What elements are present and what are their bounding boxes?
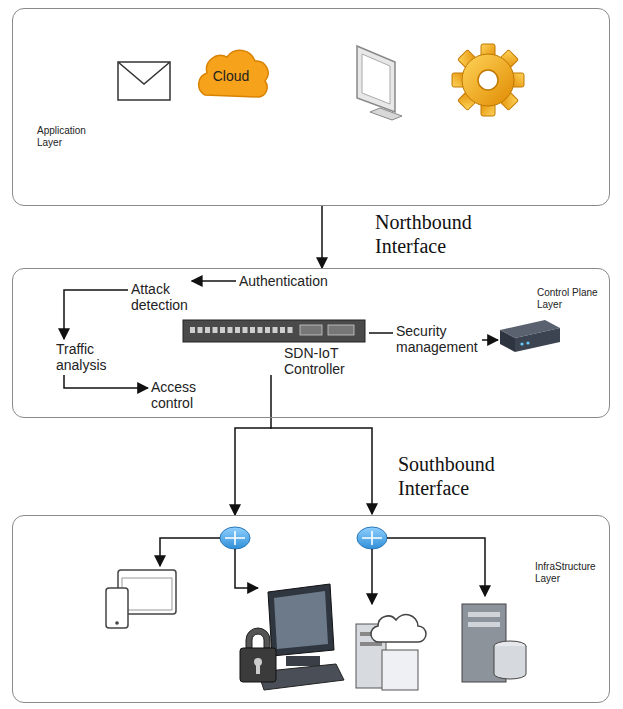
switch-icon <box>190 327 195 333</box>
layer-name: Application Layer <box>37 125 97 148</box>
gear-icon <box>478 70 498 90</box>
cloud-server-icon <box>356 615 426 690</box>
mail-icon <box>118 62 170 84</box>
router-icon <box>362 531 382 545</box>
switch-icon <box>328 325 354 335</box>
cloud-server-icon <box>371 615 426 642</box>
secure-computer-icon <box>286 656 320 666</box>
function-label: Access control <box>151 379 215 411</box>
computer-icon <box>362 54 390 104</box>
switch-icon <box>220 327 225 333</box>
switch-icon <box>183 320 365 342</box>
mail-icon <box>118 62 170 100</box>
switch-icon <box>300 325 322 335</box>
security-arrow <box>482 339 498 341</box>
switch-icon <box>198 327 203 333</box>
node-label: Security management <box>396 323 490 355</box>
switch-icon <box>228 327 233 333</box>
interface-label: Northbound Interface <box>375 210 525 258</box>
tablet-icon <box>122 578 172 610</box>
connector-arrow <box>64 290 128 339</box>
switch-icon <box>288 327 293 333</box>
switch-icon <box>258 327 263 333</box>
controller-box: SDN-IoT Controller <box>184 319 369 375</box>
connector-arrow <box>321 206 323 268</box>
cloud-server-icon <box>382 650 418 690</box>
database-server-icon <box>468 622 500 627</box>
secure-computer-icon <box>274 591 328 649</box>
switch-icon <box>190 327 293 333</box>
tablet-icon <box>115 621 119 625</box>
switch-icon <box>273 327 278 333</box>
switch-icon <box>235 327 240 333</box>
switch-icon <box>213 327 218 333</box>
tablet-icon <box>106 570 176 628</box>
secure-computer-icon <box>246 628 270 648</box>
cloud-label: Cloud <box>191 45 271 107</box>
layer-band: Control Plane Layer Attack detection Authe… <box>12 268 610 418</box>
router-icon <box>225 531 245 545</box>
device-link <box>387 538 485 596</box>
secure-computer-icon <box>268 584 334 656</box>
router-icon <box>357 527 387 549</box>
function-label: Attack detection <box>131 281 205 313</box>
secure-computer-icon <box>256 664 260 674</box>
connector-arrow <box>369 332 393 334</box>
database-server-icon <box>462 604 526 682</box>
switch-icon <box>205 327 210 333</box>
secure-computer-icon <box>240 584 344 690</box>
router-icon <box>220 527 250 549</box>
switch-icon <box>265 327 270 333</box>
interface-label: Southbound Interface <box>398 452 548 500</box>
southbound-branch <box>270 428 372 514</box>
node-label: Access control <box>151 379 215 411</box>
layer-band: InfraStructure Layer <box>12 515 610 703</box>
node-label: Authentication <box>239 273 349 289</box>
secure-computer-icon <box>240 648 276 682</box>
server-icon <box>515 328 560 352</box>
device-link <box>235 549 258 588</box>
server-icon <box>500 330 515 352</box>
device-link <box>160 538 220 566</box>
switch-icon <box>243 327 248 333</box>
node-label: Attack detection <box>131 281 205 313</box>
layer-name: Control Plane Layer <box>537 287 607 310</box>
gear-icon <box>462 54 514 106</box>
connector-arrow <box>235 375 271 515</box>
router-icon <box>220 527 250 549</box>
layer-name: InfraStructure Layer <box>535 561 607 584</box>
computer-icon <box>357 46 402 120</box>
computer-icon <box>357 46 395 112</box>
switch-icon <box>183 320 365 342</box>
tablet-icon <box>106 588 128 628</box>
cloud-shape: Cloud <box>191 45 271 107</box>
switch-icon <box>250 327 255 333</box>
function-label: Traffic analysis <box>56 341 120 373</box>
mail-icon <box>118 62 170 100</box>
switch-icon <box>280 327 285 333</box>
server-icon <box>520 342 523 345</box>
database-server-icon <box>494 646 526 679</box>
database-server-icon <box>468 612 500 617</box>
function-label: Authentication <box>239 273 349 289</box>
server-icon <box>526 341 529 344</box>
connector-arrow <box>64 375 148 388</box>
function-label: Security management <box>396 323 490 355</box>
gear-icon <box>452 44 524 116</box>
connector-arrow <box>192 280 236 282</box>
device-link <box>371 549 373 604</box>
server-icon <box>500 320 560 352</box>
computer-icon <box>370 108 402 120</box>
node-label: Traffic analysis <box>56 341 120 373</box>
gear-icon <box>452 44 524 116</box>
router-icon <box>357 527 387 549</box>
layer-band: Application Layer Cloud <box>12 8 610 206</box>
node-label: SDN-IoT Controller <box>284 345 366 377</box>
